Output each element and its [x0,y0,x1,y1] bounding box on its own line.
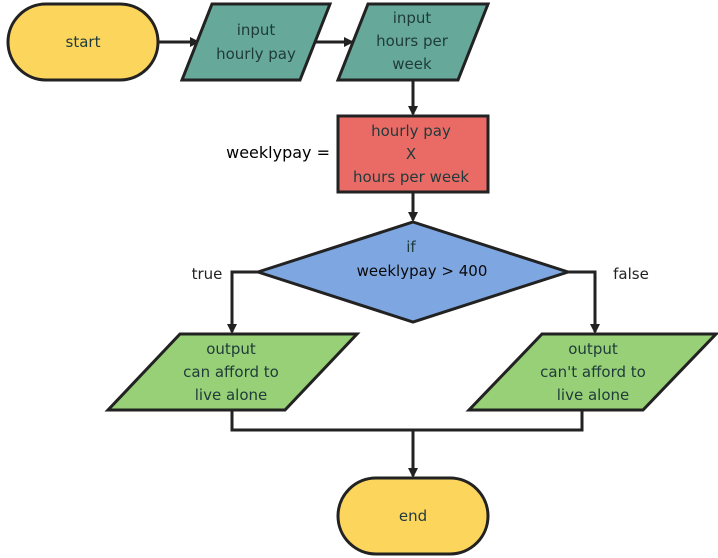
arrow-decision-false [568,270,600,334]
input-hours-node: input hours per week [335,2,491,82]
process-line-2: X [406,145,416,163]
process-prefix-label: weeklypay = [226,143,330,162]
process-shape [336,114,490,194]
process-line-1: hourly pay [371,122,451,140]
process-line-3: hours per week [353,168,469,186]
start-shape [6,2,160,82]
branch-false-label: false [613,265,649,283]
input-hourly-pay-line-2: hourly pay [216,45,296,63]
output-false-line-2: can't afford to [540,363,646,381]
decision-shape [253,220,573,324]
input-hourly-pay-line-1: input [237,21,276,39]
input-hourly-pay-node: input hourly pay [179,2,333,82]
output-false-line-3: live alone [557,386,629,404]
arrow-decision-true [227,270,258,334]
merge-line-left [230,410,413,432]
end-shape [336,476,490,556]
start-node: start [6,2,160,82]
input-hours-line-1: input [393,9,432,27]
input-hours-shape [335,2,491,82]
output-false-line-1: output [568,340,618,358]
output-true-shape [104,332,361,412]
output-true-line-3: live alone [195,386,267,404]
decision-line-2: weeklypay > 400 [357,262,488,280]
output-true-node: output can afford to live alone [104,332,361,412]
input-hourly-pay-shape [179,2,333,82]
input-hours-line-3: week [392,55,432,73]
end-label: end [399,507,427,525]
input-hours-line-2: hours per [376,32,449,50]
start-label: start [66,33,101,51]
connectors [158,37,600,478]
end-node: end [336,476,490,556]
output-true-line-1: output [206,340,256,358]
merge-line-right [413,410,584,432]
output-true-line-2: can afford to [183,363,279,381]
output-false-shape [465,332,718,412]
decision-node: if weeklypay > 400 [253,220,573,324]
output-false-node: output can't afford to live alone [465,332,718,412]
process-node: weeklypay = hourly pay X hours per week [226,114,490,194]
decision-line-1: if [406,238,416,256]
branch-true-label: true [192,265,223,283]
